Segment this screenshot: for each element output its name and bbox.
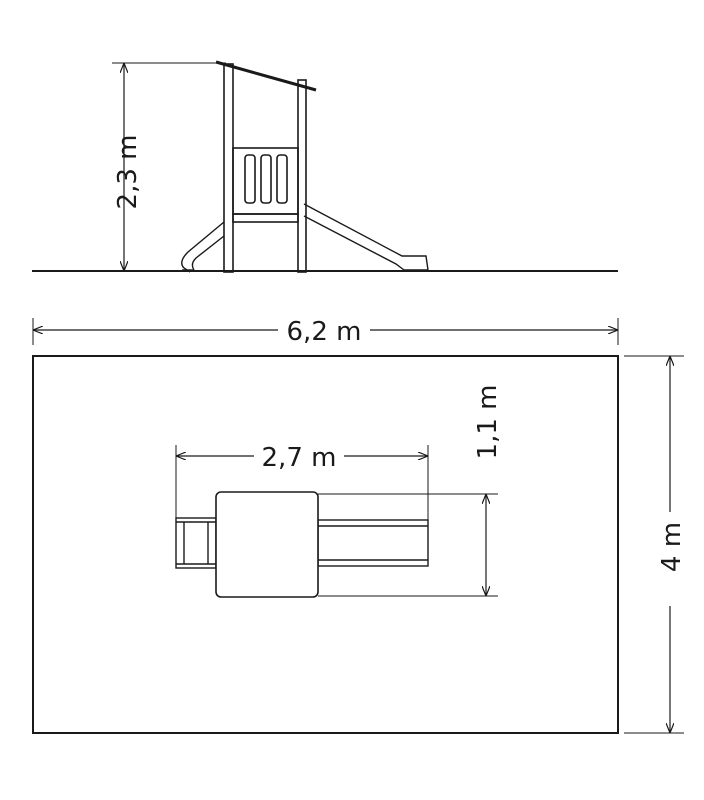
equipment-length-label: 2,7 m bbox=[262, 443, 337, 473]
equipment-width-label: 1,1 m bbox=[473, 385, 503, 460]
right-slide bbox=[303, 203, 429, 271]
tower-left-post bbox=[223, 63, 234, 273]
platform-deck bbox=[232, 213, 299, 223]
ladder-plan bbox=[175, 517, 217, 569]
left-slide bbox=[181, 221, 225, 273]
railing-slat-2 bbox=[260, 154, 272, 204]
railing-panel bbox=[232, 147, 299, 215]
area-width-label: 6,2 m bbox=[287, 317, 362, 347]
railing-slat-1 bbox=[244, 154, 256, 204]
slide-plan bbox=[317, 519, 429, 567]
area-depth-label: 4 m bbox=[657, 522, 687, 572]
railing-slat-3 bbox=[276, 154, 288, 204]
tower-roof-plan bbox=[215, 491, 319, 598]
roof-line bbox=[215, 60, 317, 92]
height-dimension-label: 2,3 m bbox=[113, 135, 143, 210]
plan-view bbox=[32, 318, 684, 734]
safety-area-outline bbox=[32, 355, 619, 734]
tower-right-post bbox=[297, 79, 307, 273]
side-elevation-view bbox=[32, 60, 618, 273]
